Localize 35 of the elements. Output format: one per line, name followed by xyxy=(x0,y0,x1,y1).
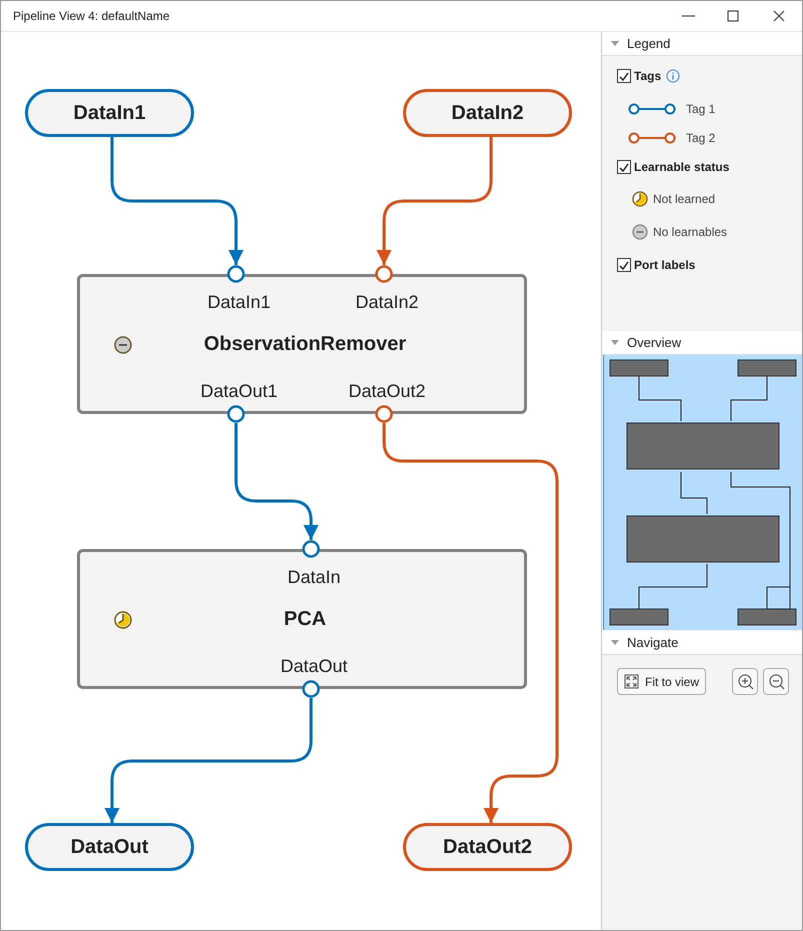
terminal-label: DataIn1 xyxy=(73,102,146,124)
legend-label: No learnables xyxy=(653,226,728,238)
port-label: DataOut xyxy=(280,657,348,675)
port-label: DataIn1 xyxy=(207,293,271,311)
window-title: Pipeline View 4: defaultName xyxy=(13,9,170,23)
block-title: PCA xyxy=(284,609,326,629)
component-block xyxy=(77,549,527,689)
terminal-label: DataOut2 xyxy=(443,836,532,858)
connector-arrow xyxy=(104,698,312,823)
fit-to-view-button: Fit to view xyxy=(617,668,706,695)
block-title: ObservationRemover xyxy=(204,334,406,354)
input-terminal xyxy=(25,89,194,137)
connector-arrow xyxy=(382,423,558,823)
connector-arrow xyxy=(234,423,318,540)
section-header: Overview xyxy=(627,335,682,350)
legend-label: Not learned xyxy=(653,193,716,205)
legend-label: Tag 1 xyxy=(686,103,716,115)
output-terminal xyxy=(403,823,572,871)
port-label: DataIn2 xyxy=(355,293,419,311)
port-label: DataOut2 xyxy=(348,382,426,400)
checkbox-label: Tags xyxy=(634,70,662,82)
component-block xyxy=(77,274,527,414)
legend-label: Tag 2 xyxy=(686,132,716,144)
output-terminal xyxy=(25,823,194,871)
connector-arrow xyxy=(376,137,492,265)
connector-arrow xyxy=(110,137,244,265)
port-label: DataIn xyxy=(287,568,341,586)
terminal-label: DataOut xyxy=(70,836,148,858)
terminal-label: DataIn2 xyxy=(451,102,524,124)
section-header: Legend xyxy=(627,36,670,51)
input-terminal xyxy=(403,89,572,137)
checkbox-label: Learnable status xyxy=(634,161,730,173)
checkbox-label: Port labels xyxy=(634,259,696,271)
port-label: DataOut1 xyxy=(200,382,278,400)
section-header: Navigate xyxy=(627,635,678,650)
